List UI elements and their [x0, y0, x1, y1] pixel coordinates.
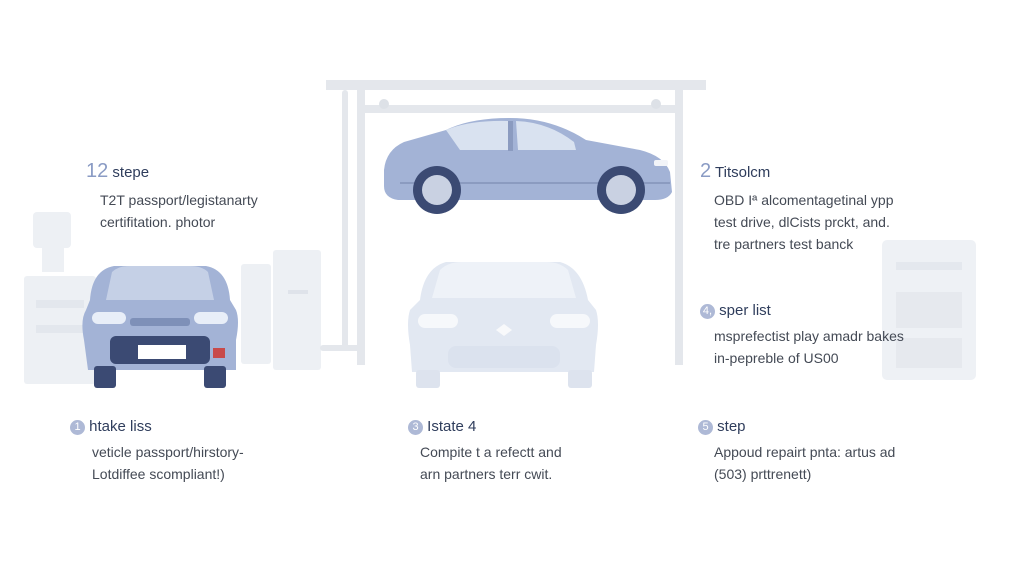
step-number: 12: [86, 160, 109, 182]
step-title: htake liss: [89, 418, 152, 435]
step-description: msprefectist play amadr bakes in-peprebl…: [714, 325, 904, 369]
desc-line: certifitation. photor: [100, 214, 216, 230]
step-number-badge: 4,: [700, 303, 715, 319]
step-title: Titsolcm: [715, 164, 771, 181]
desc-line: in-pepreble of US00: [714, 350, 839, 366]
desc-line: OBD Iª alcomentagetinal ypp: [714, 192, 894, 208]
step-2: 2 Titsolcm OBD Iª alcomentagetinal ypp t…: [700, 160, 894, 255]
faded-front-car-icon: [408, 262, 598, 388]
desc-line: Appoud repairt pnta: artus ad: [714, 444, 896, 460]
step-description: Compite t a refectt and arn partners ter…: [420, 441, 562, 485]
step-title: step: [717, 418, 746, 435]
step-number: 2: [700, 160, 712, 182]
desc-line: (503) prttrenett): [714, 466, 812, 482]
desc-line: veticle passport/hirstory-: [92, 444, 244, 460]
car-on-lift-icon: [384, 118, 672, 214]
step-12: 12 stepe T2T passport/legistanarty certi…: [86, 160, 258, 233]
step-number-badge: 5: [698, 419, 713, 435]
desc-line: T2T passport/legistanarty: [100, 192, 258, 208]
step-3: 3 Istate 4 Compite t a refectt and arn p…: [408, 418, 562, 485]
desc-line: Lotdiffee scompliant!): [92, 466, 225, 482]
machine-icon: [24, 212, 321, 384]
step-description: OBD Iª alcomentagetinal ypp test drive, …: [714, 189, 894, 255]
desc-line: msprefectist play amadr bakes: [714, 328, 904, 344]
desc-line: tre partners test banck: [714, 236, 854, 252]
desc-line: Compite t a refectt and: [420, 444, 562, 460]
step-number-badge: 3: [408, 419, 423, 435]
step-description: veticle passport/hirstory- Lotdiffee sco…: [92, 441, 244, 485]
step-title: sper list: [719, 302, 771, 319]
step-description: T2T passport/legistanarty certifitation.…: [100, 189, 258, 233]
step-title: stepe: [112, 164, 150, 181]
step-5: 5 step Appoud repairt pnta: artus ad (50…: [698, 418, 895, 485]
cabinet-icon: [882, 240, 976, 380]
desc-line: test drive, dlCists prckt, and.: [714, 214, 890, 230]
step-description: Appoud repairt pnta: artus ad (503) prtt…: [714, 441, 895, 485]
desc-line: arn partners terr cwit.: [420, 466, 553, 482]
front-car-icon: [82, 266, 239, 388]
step-4: 4, sper list msprefectist play amadr bak…: [700, 302, 904, 369]
step-title: Istate 4: [427, 418, 477, 435]
step-1: 1 htake liss veticle passport/hirstory- …: [70, 418, 244, 485]
step-number-badge: 1: [70, 419, 85, 435]
lift-structure: [320, 80, 706, 365]
